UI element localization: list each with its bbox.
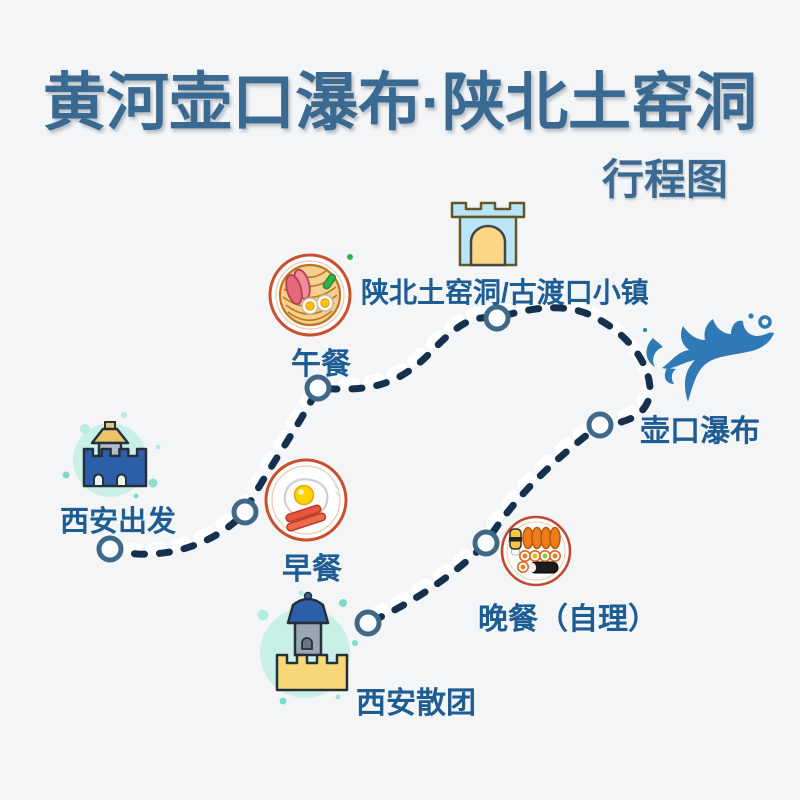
stop-ring-lunch (304, 374, 332, 402)
gate-tower-icon (450, 201, 526, 267)
wall-arch-window (93, 473, 104, 487)
plate-inner-ring (506, 521, 566, 581)
black-roll (528, 561, 559, 574)
bacon-strips (285, 504, 327, 532)
stop-ring-dinner (472, 529, 500, 557)
sushi-plate-icon (500, 515, 572, 587)
arched-gate-door (469, 224, 507, 267)
tower-crenellated-cap (450, 201, 526, 219)
yolk-highlight (298, 489, 304, 495)
meat-slices (285, 268, 311, 306)
route-path-halo (101, 296, 653, 624)
tamago-nigiri (509, 528, 522, 556)
stop-label-xian-end: 西安散团 (356, 687, 476, 720)
tower-arch-window (301, 637, 313, 650)
route-stop-rings (96, 304, 614, 637)
stop-ring-hukou (586, 411, 614, 439)
stop-label-cave-town: 陕北土窑洞/古渡口小镇 (361, 277, 649, 308)
yellow-castle-wall (275, 653, 349, 692)
stop-ring-xian-end (354, 609, 382, 637)
wall-arch-window (116, 473, 127, 487)
plate-shading (326, 472, 341, 499)
egg-yolk (293, 484, 315, 506)
stop-ring-breakfast (231, 498, 259, 526)
yellow-castle-icon (257, 590, 358, 705)
salmon-nigiri-row (522, 526, 561, 550)
stop-label-lunch: 午餐 (291, 348, 351, 381)
plate-inner-ring (271, 465, 341, 535)
mint-deco-dots (62, 412, 161, 499)
stop-ring-cave-town (483, 304, 511, 332)
splash-bubble (758, 315, 772, 329)
stop-label-breakfast: 早餐 (282, 553, 342, 586)
green-vegetable (322, 273, 337, 290)
noodle-bowl-icon (268, 253, 353, 337)
stop-label-hukou-waterfall: 壶口瀑布 (640, 415, 760, 448)
stop-label-xian-depart: 西安出发 (60, 506, 177, 538)
mint-deco-dots (257, 590, 358, 705)
green-dot (347, 254, 353, 260)
splash-shapes (643, 313, 774, 402)
water-splash-icon (643, 313, 774, 402)
blue-tower-roof (286, 597, 330, 625)
stop-ring-xian-depart (96, 535, 124, 563)
stop-label-dinner: 晚餐（自理） (478, 603, 658, 636)
plate-inner-ring (275, 260, 345, 330)
page-subtitle: 行程图 (601, 156, 728, 203)
blue-city-wall-castle-icon (62, 412, 161, 499)
fried-egg-plate-icon (264, 458, 348, 542)
boiled-eggs (301, 294, 334, 315)
page-title: 黄河壶口瀑布·陕北土窑洞 (43, 68, 757, 138)
maki-rolls (516, 549, 561, 573)
route-dashed-path (106, 304, 654, 627)
